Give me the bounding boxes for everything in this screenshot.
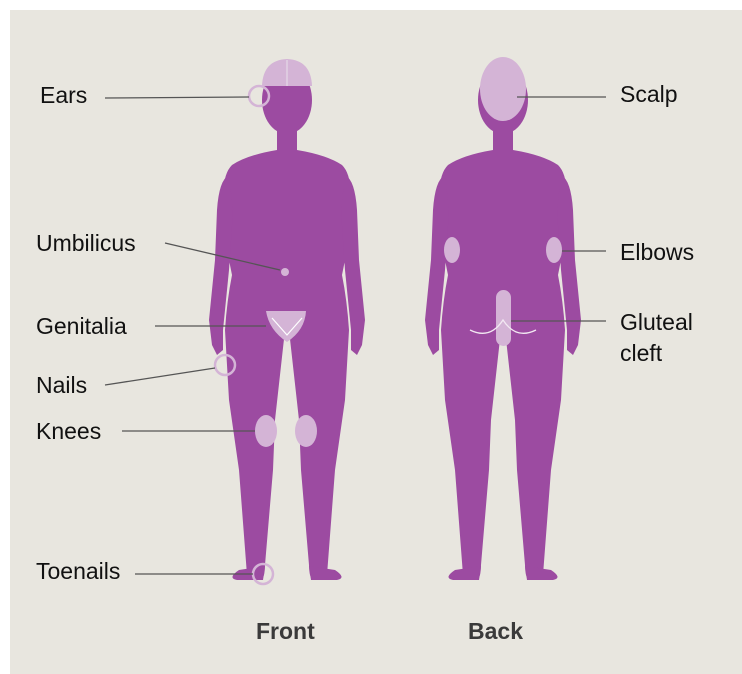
back-scalp-highlight [480, 57, 526, 121]
label-gluteal-cleft: Gluteal cleft [620, 307, 712, 369]
front-knee-left-highlight [255, 415, 277, 447]
front-knee-right-highlight [295, 415, 317, 447]
label-nails: Nails [36, 372, 87, 398]
caption-back: Back [468, 618, 523, 645]
label-genitalia: Genitalia [36, 313, 127, 339]
umbilicus-highlight [281, 268, 289, 276]
caption-front: Front [256, 618, 315, 645]
nails-leader [105, 368, 215, 385]
label-elbows: Elbows [620, 239, 694, 265]
label-toenails: Toenails [36, 558, 120, 584]
label-knees: Knees [36, 418, 101, 444]
gluteal-cleft-highlight [496, 290, 511, 346]
ears-leader [105, 97, 249, 98]
label-ears: Ears [40, 82, 87, 108]
elbow-left-highlight [444, 237, 460, 263]
elbow-right-highlight [546, 237, 562, 263]
label-umbilicus: Umbilicus [36, 230, 136, 256]
label-scalp: Scalp [620, 81, 678, 107]
